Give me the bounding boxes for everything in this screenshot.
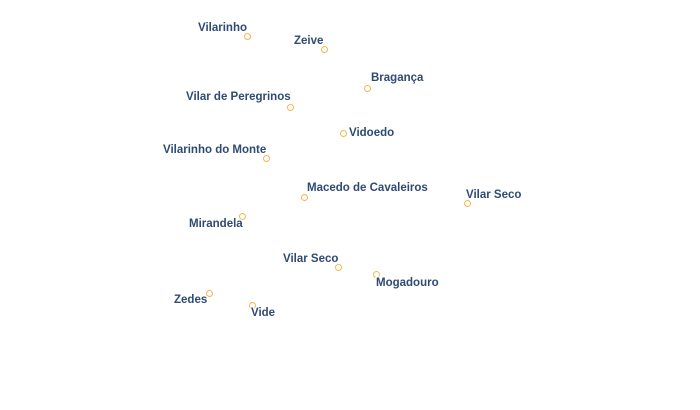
place-label: Vide xyxy=(251,307,276,319)
place-label: Mirandela xyxy=(189,218,243,230)
place-label: Vilarinho do Monte xyxy=(163,144,267,156)
place-label: Vilar Seco xyxy=(466,189,522,201)
place-marker[interactable] xyxy=(262,154,270,162)
place-label: Bragança xyxy=(371,72,424,84)
place-marker[interactable] xyxy=(320,45,328,53)
place-marker[interactable] xyxy=(248,301,256,309)
place-label: Zedes xyxy=(174,294,208,306)
place-marker[interactable] xyxy=(334,263,342,271)
place-label: Vilar de Peregrinos xyxy=(186,91,291,103)
place-marker[interactable] xyxy=(300,193,308,201)
place-label: Vidoedo xyxy=(349,127,395,139)
place-marker[interactable] xyxy=(243,32,251,40)
place-marker[interactable] xyxy=(238,212,246,220)
place-marker[interactable] xyxy=(339,129,347,137)
place-marker[interactable] xyxy=(372,270,380,278)
place-label: Vilar Seco xyxy=(283,253,339,265)
place-label: Macedo de Cavaleiros xyxy=(307,182,428,194)
place-marker[interactable] xyxy=(286,103,294,111)
place-marker[interactable] xyxy=(363,84,371,92)
place-label: Mogadouro xyxy=(376,277,439,289)
place-label: Zeive xyxy=(294,35,324,47)
place-label: Vilarinho xyxy=(198,22,247,34)
place-marker[interactable] xyxy=(463,199,471,207)
place-marker[interactable] xyxy=(205,289,213,297)
